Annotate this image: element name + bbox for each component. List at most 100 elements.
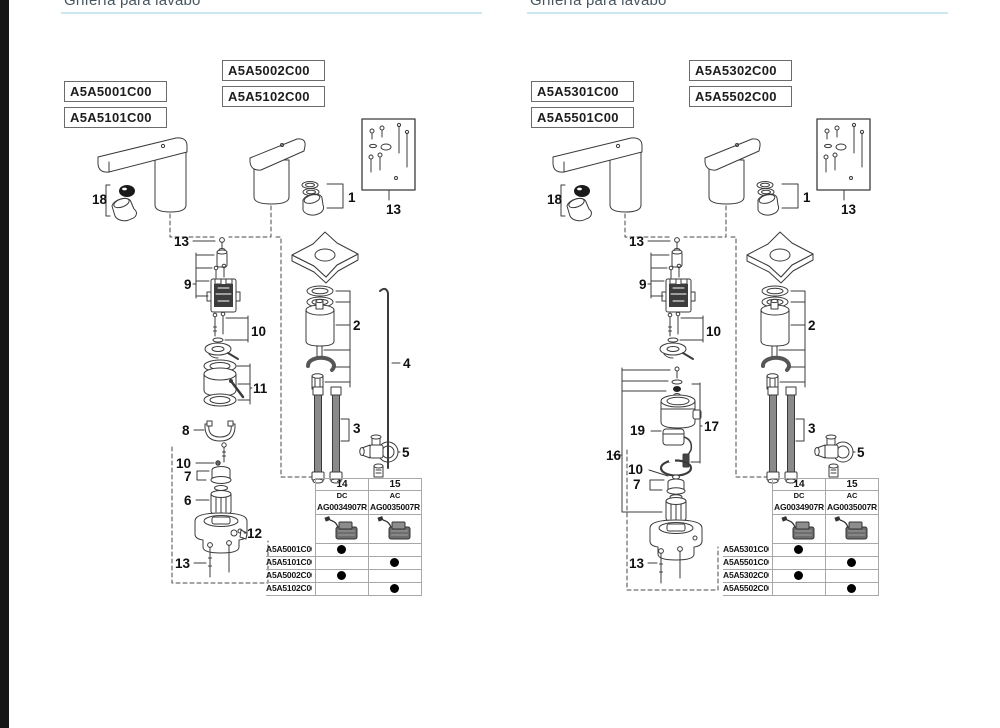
solenoid-valve-icon [781,516,815,540]
table-row-part: A5A5001C00 [266,544,312,554]
solenoid-valve-icon [834,516,868,540]
table-row-part: A5A5102C00 [266,583,312,593]
table-valve-icon-cell [324,516,360,542]
table-column-id: 15 [389,479,401,490]
middle-column-drawing-left [276,232,400,483]
page-title-right: Grifería para lavabo [530,0,667,9]
table-column-id: 14 [793,479,805,490]
table-valve-icon-cell [834,516,870,542]
callout-5: 5 [857,445,865,460]
callout-5: 5 [402,445,410,460]
part-number-box: A5A5501C00 [531,107,634,128]
table-gridline [723,595,879,596]
table-column-type: DC [793,491,805,500]
compat-dot [390,558,399,567]
callout-6: 6 [184,493,192,508]
callout-10: 10 [706,324,722,339]
lower-assembly-drawing-left [171,287,401,584]
title-underline-left [61,12,482,14]
compat-dot [794,571,803,580]
table-row-part: A5A5301C00 [723,544,769,554]
callout-2: 2 [353,318,361,333]
table-gridline [772,478,773,596]
callout-10: 10 [251,324,267,339]
callout-18: 18 [547,192,563,207]
table-row-part: A5A5502C00 [723,583,769,593]
table-gridline [266,569,422,570]
table-gridline [421,478,422,596]
compat-dot [847,584,856,593]
table-gridline [315,478,316,596]
compat-dot [337,545,346,554]
part-number-box: A5A5102C00 [222,86,325,107]
table-gridline [825,478,826,596]
part-number-box: A5A5101C00 [64,107,167,128]
callout-7: 7 [633,477,641,492]
table-column-type: AC [389,491,401,500]
table-gridline [878,478,879,596]
callout-13: 13 [629,556,645,571]
upper-assembly-drawing-left [97,118,416,360]
table-gridline [266,582,422,583]
callout-13: 13 [174,234,190,249]
table-column-part: AG0034907R [317,502,367,512]
callout-13: 13 [175,556,191,571]
table-valve-icon-cell [377,516,413,542]
table-gridline [368,478,369,596]
table-column-id: 14 [336,479,348,490]
callout-9: 9 [184,277,192,292]
table-gridline [723,569,879,570]
callout-2: 2 [808,318,816,333]
callout-1: 1 [348,190,356,205]
table-row-part: A5A5002C00 [266,570,312,580]
table-row-part: A5A5101C00 [266,557,312,567]
table-column-part: AG0035007R [370,502,420,512]
middle-column-drawing-right [731,232,855,483]
table-column-part: AG0035007R [827,502,877,512]
table-column-type: AC [846,491,858,500]
part-number-box: A5A5502C00 [689,86,792,107]
callout-1: 1 [803,190,811,205]
callout-16: 16 [606,448,622,463]
callout-13: 13 [629,234,645,249]
table-gridline [266,556,422,557]
callout-3: 3 [808,421,816,436]
table-column-type: DC [336,491,348,500]
table-row-part: A5A5501C00 [723,557,769,567]
callout-17: 17 [704,419,720,434]
title-underline-right [527,12,948,14]
table-row-part: A5A5302C00 [723,570,769,580]
page-title-left: Grifería para lavabo [64,0,201,9]
compat-dot [337,571,346,580]
solenoid-valve-icon [324,516,358,540]
callout-3: 3 [353,421,361,436]
page-edge-bar [0,0,9,728]
part-number-box: A5A5001C00 [64,81,167,102]
solenoid-valve-icon [377,516,411,540]
callout-7: 7 [184,469,192,484]
callout-8: 8 [182,423,190,438]
callout-10: 10 [628,462,644,477]
part-number-box: A5A5301C00 [531,81,634,102]
callout-4: 4 [403,356,411,371]
lower-assembly-drawing-right [612,366,719,591]
compat-dot [390,584,399,593]
table-column-part: AG0034907R [774,502,824,512]
compat-dot [847,558,856,567]
callout-13: 13 [386,202,402,217]
callout-9: 9 [639,277,647,292]
callout-18: 18 [92,192,108,207]
table-gridline [723,582,879,583]
table-valve-icon-cell [781,516,817,542]
compat-dot [794,545,803,554]
upper-assembly-drawing-right [552,118,871,360]
table-gridline [723,556,879,557]
table-gridline [266,595,422,596]
part-number-box: A5A5002C00 [222,60,325,81]
callout-11: 11 [253,381,268,396]
table-column-id: 15 [846,479,858,490]
